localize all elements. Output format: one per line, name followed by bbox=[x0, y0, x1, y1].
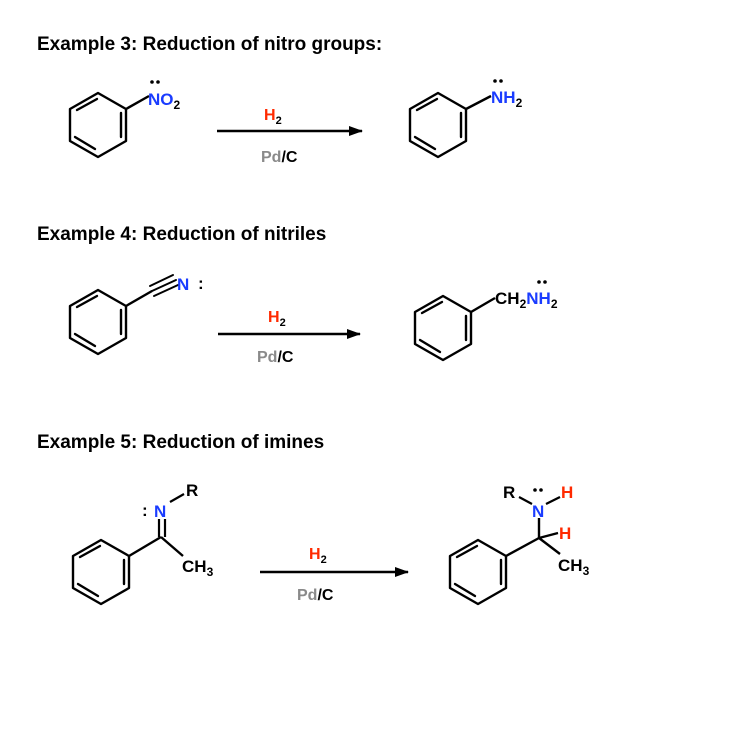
example-3-title: Example 3: Reduction of nitro groups: bbox=[37, 34, 383, 55]
ring-c-bond bbox=[125, 289, 153, 308]
triple-bond bbox=[149, 274, 179, 297]
example-5-title: Example 5: Reduction of imines bbox=[37, 432, 325, 453]
c-n-bond bbox=[125, 94, 150, 111]
amine-nh-h-label: H bbox=[561, 483, 573, 502]
nitrile-lone-pair: : bbox=[198, 274, 204, 293]
c-ch3-bond bbox=[538, 537, 561, 555]
amine-methyl-label: CH3 bbox=[558, 556, 590, 578]
nitrogen-lone-pair bbox=[533, 488, 543, 492]
reagent-h2: H2 bbox=[264, 107, 282, 127]
aromatic-inner-bonds bbox=[73, 97, 123, 151]
reagent-h2: H2 bbox=[309, 546, 327, 566]
c-h-bond bbox=[538, 531, 559, 540]
example-4-reaction: N : H2 Pd/C CH2NH2 bbox=[68, 274, 558, 366]
imine: N : R CH3 bbox=[71, 481, 214, 606]
benzene-ring bbox=[68, 288, 128, 356]
aromatic-inner-bonds bbox=[73, 294, 123, 348]
aromatic-inner-bonds bbox=[453, 544, 503, 598]
example-3-reaction: NO2 H2 Pd/C NH2 bbox=[68, 79, 523, 166]
amine-group-label: NH2 bbox=[491, 88, 523, 110]
secondary-amine: R N H H CH3 bbox=[448, 483, 590, 606]
aromatic-inner-bonds bbox=[418, 300, 468, 354]
aniline: NH2 bbox=[408, 79, 523, 159]
n-r-bond bbox=[169, 493, 185, 503]
nitrile-n-label: N bbox=[177, 275, 189, 294]
benzene-ring bbox=[68, 91, 128, 159]
aromatic-inner-bonds bbox=[76, 544, 126, 598]
benzene-ring bbox=[448, 538, 508, 606]
ring-c-bond bbox=[128, 535, 162, 558]
imine-lone-pair: : bbox=[142, 501, 148, 520]
reagent-h2: H2 bbox=[268, 309, 286, 329]
c-n-bond bbox=[465, 94, 492, 111]
nitrogen-lone-pair bbox=[537, 280, 547, 284]
benzene-ring bbox=[413, 294, 473, 362]
aromatic-inner-bonds bbox=[413, 97, 463, 151]
c-ch3-bond bbox=[160, 536, 184, 557]
amine-r-label: R bbox=[503, 483, 515, 502]
amine-ch-h-label: H bbox=[559, 524, 571, 543]
imine-methyl-label: CH3 bbox=[182, 557, 214, 579]
c-n-double-bond bbox=[157, 519, 167, 537]
benzene-ring bbox=[71, 538, 131, 606]
c-c-bond bbox=[470, 296, 496, 314]
imine-r-label: R bbox=[186, 481, 198, 500]
imine-n-label: N bbox=[154, 502, 166, 521]
nitrogen-lone-pair bbox=[493, 79, 503, 83]
catalyst-pd-c: Pd/C bbox=[261, 149, 298, 166]
catalyst-pd-c: Pd/C bbox=[297, 587, 334, 604]
benzylamine: CH2NH2 bbox=[413, 280, 558, 362]
benzene-ring bbox=[408, 91, 468, 159]
example-5-reaction: N : R CH3 H2 Pd/C bbox=[71, 481, 590, 606]
example-4-title: Example 4: Reduction of nitriles bbox=[37, 224, 327, 245]
amine-n-label: N bbox=[532, 502, 544, 521]
catalyst-pd-c: Pd/C bbox=[257, 349, 294, 366]
nitrogen-lone-pair bbox=[150, 80, 160, 84]
ring-c-bond bbox=[505, 536, 540, 558]
nitrobenzene: NO2 bbox=[68, 80, 181, 159]
n-h-bond bbox=[545, 496, 561, 505]
ch2nh2-label: CH2NH2 bbox=[495, 289, 558, 311]
r-n-bond bbox=[518, 496, 533, 505]
benzonitrile: N : bbox=[68, 274, 204, 356]
nitro-group-label: NO2 bbox=[148, 90, 181, 112]
